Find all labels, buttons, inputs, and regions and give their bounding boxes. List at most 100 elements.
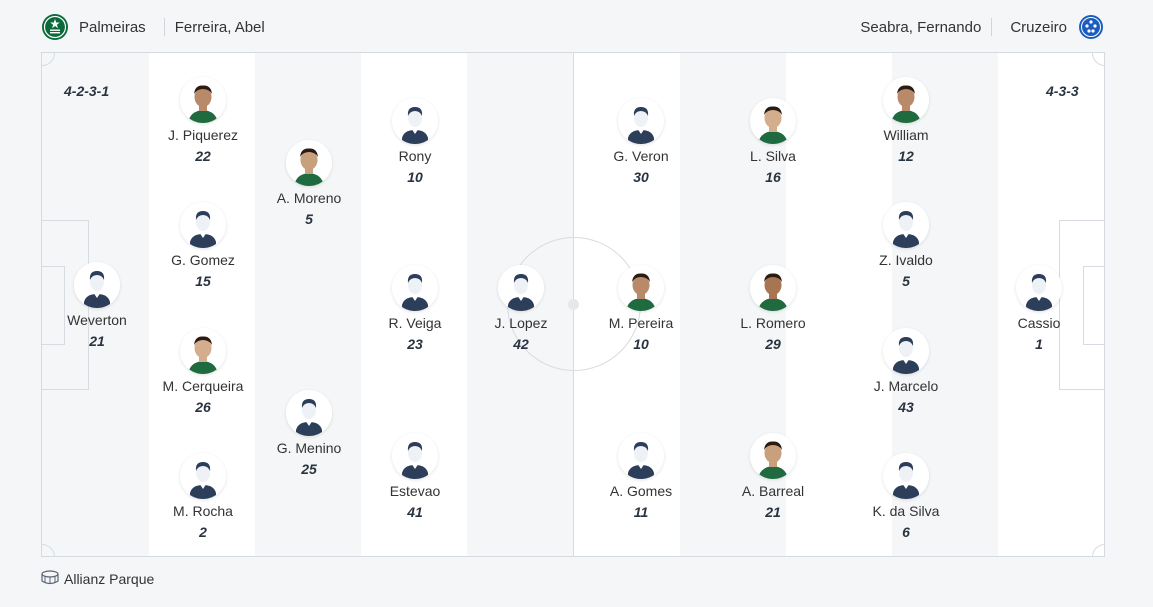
home-formation: 4-2-3-1: [64, 83, 110, 99]
player-silhouette-icon[interactable]: [74, 262, 120, 308]
cruzeiro-crest-icon[interactable]: [1077, 13, 1105, 41]
player-number: 16: [765, 169, 781, 185]
player-number: 21: [89, 333, 105, 349]
player-home[interactable]: A. Moreno 5: [249, 140, 369, 227]
player-number: 26: [195, 399, 211, 415]
player-number: 6: [902, 524, 910, 540]
player-silhouette-icon[interactable]: [883, 202, 929, 248]
header-divider: [163, 18, 165, 36]
player-number: 29: [765, 336, 781, 352]
player-number: 10: [633, 336, 649, 352]
player-silhouette-icon[interactable]: [392, 433, 438, 479]
home-team-info: Palmeiras Ferreira, Abel: [41, 14, 265, 40]
player-away[interactable]: K. da Silva 6: [846, 453, 966, 540]
corner-arc: [42, 53, 55, 66]
player-away[interactable]: William 12: [846, 77, 966, 164]
venue-footer: Allianz Parque: [41, 569, 154, 589]
player-name: Estevao: [389, 483, 441, 499]
header-divider: [991, 18, 993, 36]
player-photo[interactable]: [750, 98, 796, 144]
player-home[interactable]: M. Rocha 2: [143, 453, 263, 540]
player-name: M. Pereira: [608, 315, 674, 331]
player-silhouette-icon[interactable]: [286, 390, 332, 436]
corner-arc: [42, 544, 55, 556]
player-silhouette-icon[interactable]: [180, 202, 226, 248]
player-photo[interactable]: [750, 265, 796, 311]
player-number: 25: [301, 461, 317, 477]
player-name: J. Marcelo: [873, 378, 939, 394]
player-silhouette-icon[interactable]: [883, 328, 929, 374]
player-number: 43: [898, 399, 914, 415]
player-name: Rony: [398, 148, 432, 164]
corner-arc: [1092, 544, 1104, 556]
pitch-stripe: [786, 53, 892, 556]
player-number: 5: [305, 211, 313, 227]
player-number: 12: [898, 148, 914, 164]
player-number: 11: [633, 504, 649, 520]
player-away[interactable]: Cassio 1: [979, 265, 1099, 352]
player-number: 15: [195, 273, 211, 289]
player-silhouette-icon[interactable]: [618, 433, 664, 479]
player-name: J. Lopez: [494, 315, 548, 331]
player-silhouette-icon[interactable]: [180, 453, 226, 499]
away-team-info: Seabra, Fernando Cruzeiro: [860, 15, 1105, 39]
player-silhouette-icon[interactable]: [618, 98, 664, 144]
player-name: M. Rocha: [173, 503, 233, 519]
player-number: 1: [1035, 336, 1043, 352]
player-away[interactable]: M. Pereira 10: [581, 265, 701, 352]
player-name: J. Piquerez: [167, 127, 239, 143]
player-name: A. Moreno: [276, 190, 342, 206]
player-photo[interactable]: [750, 433, 796, 479]
player-home[interactable]: M. Cerqueira 26: [143, 328, 263, 415]
home-team-name[interactable]: Palmeiras: [79, 18, 146, 36]
player-number: 2: [199, 524, 207, 540]
center-spot: [568, 299, 579, 310]
player-number: 5: [902, 273, 910, 289]
player-name: K. da Silva: [872, 503, 940, 519]
home-coach-name[interactable]: Ferreira, Abel: [174, 18, 265, 36]
player-silhouette-icon[interactable]: [392, 265, 438, 311]
player-home[interactable]: Weverton 21: [42, 262, 157, 349]
away-coach-name[interactable]: Seabra, Fernando: [860, 18, 982, 36]
player-photo[interactable]: [180, 328, 226, 374]
player-silhouette-icon[interactable]: [392, 98, 438, 144]
player-name: Cassio: [1017, 315, 1061, 331]
player-name: William: [883, 127, 929, 143]
player-name: Z. Ivaldo: [879, 252, 933, 268]
stadium-icon: [41, 569, 59, 589]
palmeiras-crest-icon[interactable]: [41, 13, 69, 41]
player-away[interactable]: A. Gomes 11: [581, 433, 701, 520]
player-number: 30: [633, 169, 649, 185]
player-away[interactable]: J. Marcelo 43: [846, 328, 966, 415]
player-name: M. Cerqueira: [162, 378, 244, 394]
player-silhouette-icon[interactable]: [1016, 265, 1062, 311]
away-formation: 4-3-3: [1046, 83, 1079, 99]
away-team-name[interactable]: Cruzeiro: [1010, 18, 1067, 36]
player-away[interactable]: L. Romero 29: [713, 265, 833, 352]
player-name: G. Veron: [613, 148, 669, 164]
player-name: Weverton: [67, 312, 127, 328]
player-photo[interactable]: [286, 140, 332, 186]
player-photo[interactable]: [883, 77, 929, 123]
player-home[interactable]: J. Piquerez 22: [143, 77, 263, 164]
player-number: 22: [195, 148, 211, 164]
player-silhouette-icon[interactable]: [498, 265, 544, 311]
player-photo[interactable]: [618, 265, 664, 311]
player-name: L. Romero: [740, 315, 806, 331]
player-away[interactable]: Z. Ivaldo 5: [846, 202, 966, 289]
player-name: A. Gomes: [609, 483, 673, 499]
player-silhouette-icon[interactable]: [883, 453, 929, 499]
away-goal-box: [1083, 266, 1104, 345]
player-photo[interactable]: [180, 77, 226, 123]
player-away[interactable]: G. Veron 30: [581, 98, 701, 185]
player-number: 21: [765, 504, 781, 520]
